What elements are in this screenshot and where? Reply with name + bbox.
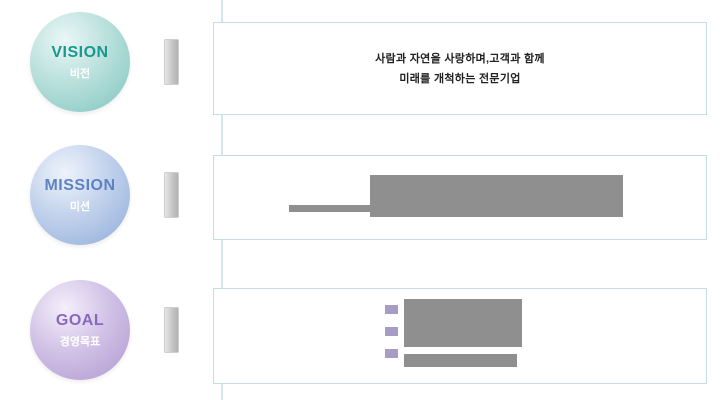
goal-connector-bar: [164, 307, 179, 353]
goal-content-placeholder-large: [404, 299, 522, 347]
goal-circle: GOAL 경영목표: [30, 280, 130, 380]
vision-panel: 사람과 자연을 사랑하며,고객과 함께 미래를 개척하는 전문기업: [213, 22, 707, 115]
goal-bullet-marker-1: [385, 305, 398, 314]
mission-circle-title: MISSION: [44, 176, 116, 194]
goal-bullet-marker-3: [385, 349, 398, 358]
vision-statement-line-2: 미래를 개척하는 전문기업: [399, 72, 521, 85]
vision-circle-title: VISION: [51, 43, 109, 61]
goal-bullet-marker-2: [385, 327, 398, 336]
vision-circle: VISION 비전: [30, 12, 130, 112]
vision-circle-subtitle: 비전: [69, 67, 91, 80]
goal-panel: [213, 288, 707, 384]
vision-connector-bar: [164, 39, 179, 85]
mission-panel: [213, 155, 707, 240]
mission-circle-subtitle: 미션: [69, 200, 91, 213]
mission-content-placeholder-small: [289, 205, 372, 212]
mission-circle: MISSION 미션: [30, 145, 130, 245]
mission-connector-bar: [164, 172, 179, 218]
mission-content-placeholder-large: [370, 175, 623, 217]
goal-content-placeholder-small: [404, 354, 517, 367]
vision-statement-line-1: 사람과 자연을 사랑하며,고객과 함께: [375, 52, 545, 65]
goal-circle-title: GOAL: [55, 311, 105, 329]
goal-circle-subtitle: 경영목표: [59, 335, 101, 348]
